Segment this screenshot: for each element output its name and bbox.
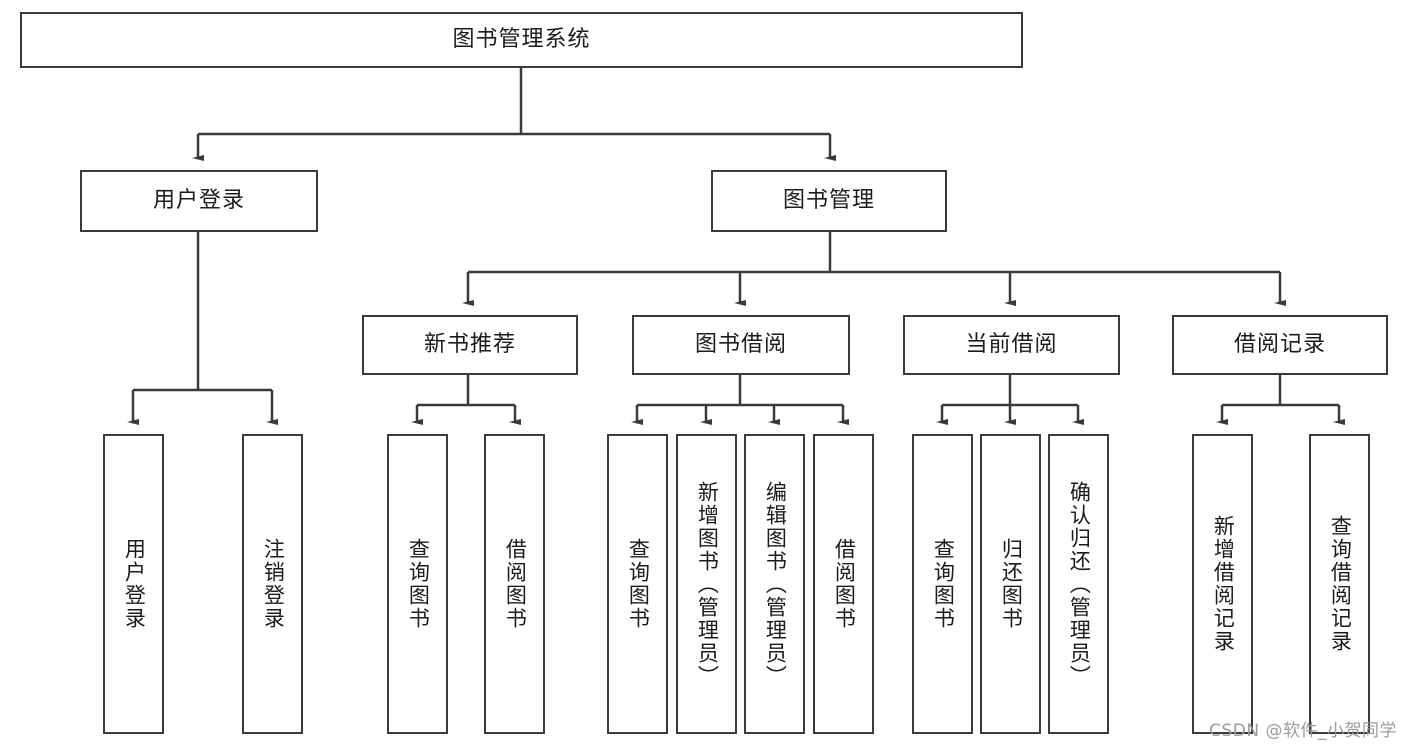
- leaf-borrow-borrow-book[interactable]: 借阅图书: [813, 434, 874, 734]
- leaf-borrow-query-book[interactable]: 查询图书: [607, 434, 668, 734]
- node-label: 确认归还（管理员）: [1067, 480, 1092, 688]
- node-label: 查询图书: [931, 538, 956, 630]
- node-label: 查询图书: [626, 538, 651, 630]
- node-root-book-management-system[interactable]: 图书管理系统: [20, 12, 1023, 68]
- node-label: 新增图书（管理员）: [695, 480, 720, 688]
- leaf-current-confirm-return-admin[interactable]: 确认归还（管理员）: [1048, 434, 1109, 734]
- leaf-borrow-add-book-admin[interactable]: 新增图书（管理员）: [676, 434, 737, 734]
- node-label: 图书管理系统: [452, 26, 591, 52]
- leaf-user-login-logout[interactable]: 注销登录: [242, 434, 303, 734]
- node-label: 注销登录: [261, 538, 286, 630]
- node-label: 图书管理: [782, 187, 875, 213]
- node-book-borrow[interactable]: 图书借阅: [632, 315, 850, 375]
- node-label: 归还图书: [999, 538, 1024, 630]
- node-label: 查询借阅记录: [1328, 515, 1353, 653]
- leaf-current-return-book[interactable]: 归还图书: [980, 434, 1041, 734]
- csdn-watermark: CSDN @软件_小贺同学: [1209, 721, 1397, 741]
- node-label: 查询图书: [406, 538, 431, 630]
- leaf-record-query-record[interactable]: 查询借阅记录: [1309, 434, 1370, 734]
- leaf-user-login-login[interactable]: 用户登录: [103, 434, 164, 734]
- node-label: 借阅记录: [1233, 331, 1326, 357]
- node-label: 新增借阅记录: [1211, 515, 1236, 653]
- leaf-borrow-edit-book-admin[interactable]: 编辑图书（管理员）: [744, 434, 805, 734]
- node-label: 新书推荐: [423, 331, 516, 357]
- node-label: 借阅图书: [503, 538, 528, 630]
- node-current-borrow[interactable]: 当前借阅: [903, 315, 1120, 375]
- node-book-management[interactable]: 图书管理: [711, 170, 947, 232]
- node-label: 用户登录: [152, 187, 245, 213]
- node-user-login[interactable]: 用户登录: [80, 170, 318, 232]
- node-new-book-recommend[interactable]: 新书推荐: [362, 315, 578, 375]
- leaf-recommend-borrow-book[interactable]: 借阅图书: [484, 434, 545, 734]
- leaf-record-add-record[interactable]: 新增借阅记录: [1192, 434, 1253, 734]
- node-label: 当前借阅: [965, 331, 1058, 357]
- node-borrow-record[interactable]: 借阅记录: [1172, 315, 1388, 375]
- node-label: 借阅图书: [832, 538, 857, 630]
- node-label: 图书借阅: [694, 331, 787, 357]
- node-label: 用户登录: [122, 538, 147, 630]
- node-label: 编辑图书（管理员）: [763, 480, 788, 688]
- leaf-current-query-book[interactable]: 查询图书: [912, 434, 973, 734]
- leaf-recommend-query-book[interactable]: 查询图书: [387, 434, 448, 734]
